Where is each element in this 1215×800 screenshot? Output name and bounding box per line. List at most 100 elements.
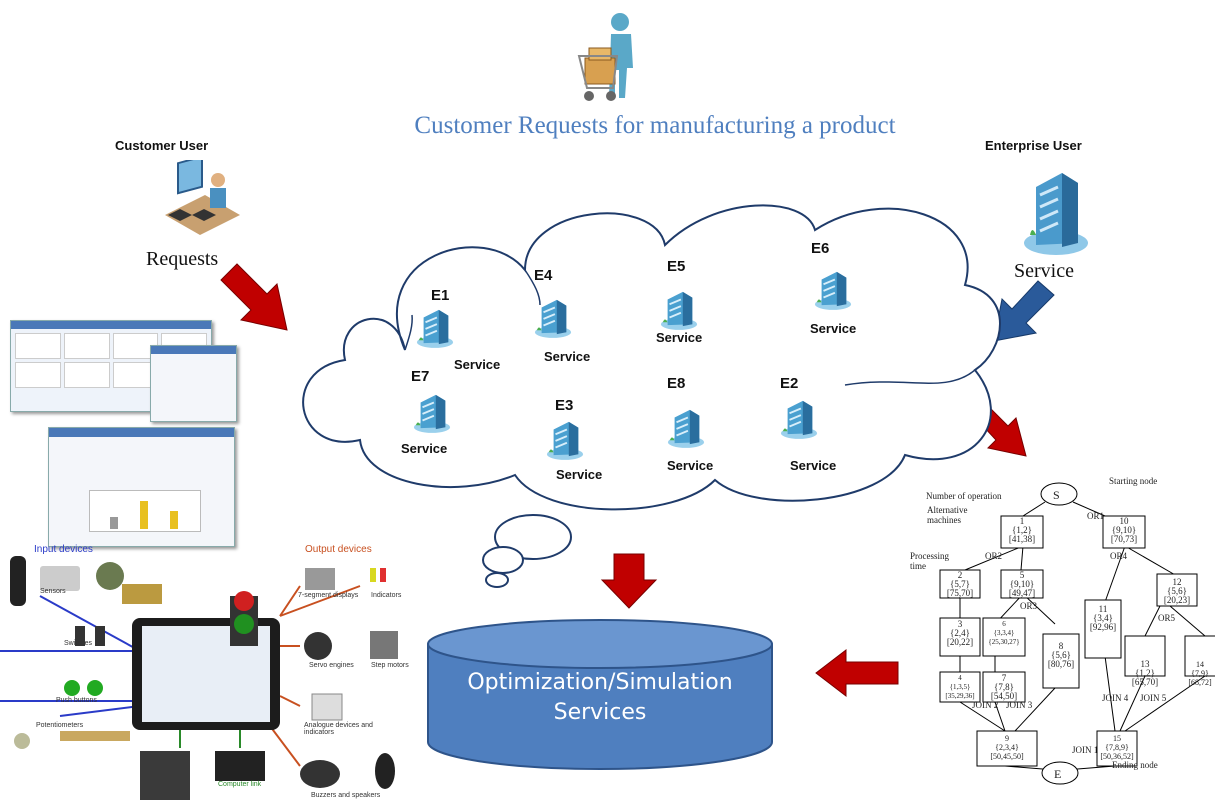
servo-engines-label: Servo engines <box>309 662 354 669</box>
op-machines: {1,3,5} <box>949 683 971 691</box>
op-times: [75,70] <box>946 588 974 598</box>
cloud-shape <box>302 204 1001 588</box>
op-times: [54,50] <box>990 691 1018 701</box>
service-e7-label: Service <box>401 441 448 456</box>
number-of-operation-annotation: Number of operation <box>926 491 1002 501</box>
op-number: 13 <box>1140 659 1150 669</box>
optimization-services-label: Optimization/Simulation Services <box>425 668 775 728</box>
building-e7-icon <box>413 391 451 433</box>
shopping-cart-user-icon <box>577 13 633 101</box>
service-e3-label: Service <box>556 467 603 482</box>
potentiometers-label: Potentiometers <box>36 722 84 729</box>
gate-join4: JOIN 4 <box>1102 693 1129 703</box>
building-e6-icon <box>814 268 852 310</box>
op-number: 6 <box>1002 620 1006 628</box>
seven-segment-label: 7-segment displays <box>298 592 359 599</box>
op-node: 1 {1,2} [41,38] <box>1001 517 1043 544</box>
optimization-database-icon <box>427 619 773 770</box>
alternative-machines-annotation: Alternative machines <box>927 505 968 525</box>
op-times: [80,76] <box>1047 659 1075 669</box>
op-node: 6 {3,3,4} {25,30,27} <box>983 620 1025 647</box>
op-node: 5 {9,10} [49,47] <box>1001 571 1043 598</box>
op-node: 9 {2,3,4} [50,45,50] <box>977 734 1037 761</box>
op-times: [20,22] <box>946 637 974 647</box>
computer-link-label: Computer link <box>218 781 262 788</box>
software-screenshot-2 <box>150 345 237 422</box>
service-e6-label: Service <box>810 321 857 336</box>
service-e4-label: Service <box>544 349 591 364</box>
input-devices-title: Input devices <box>34 544 93 555</box>
graph-to-db-arrow-icon <box>815 648 899 698</box>
op-number: 12 <box>1172 577 1182 587</box>
op-node: 3 {2,4} [20,22] <box>940 620 980 647</box>
gate-or3: OR3 <box>1020 601 1038 611</box>
requests-arrow-icon <box>220 263 288 331</box>
services-line: Services <box>553 700 647 725</box>
building-e4-icon <box>534 296 572 338</box>
op-times: {25,30,27} <box>988 638 1020 646</box>
op-times: [41,38] <box>1008 534 1036 544</box>
customer-user-label: Customer User <box>115 138 209 153</box>
gate-join1: JOIN 1 <box>1072 745 1099 755</box>
op-times: [68,72] <box>1188 678 1212 687</box>
op-times: [92,96] <box>1089 622 1117 632</box>
op-node: 7 {7,8} [54,50] <box>983 674 1025 701</box>
op-machines: {5,7} <box>950 579 970 589</box>
enterprise-e2-label: E2 <box>780 375 799 392</box>
enterprise-e1-label: E1 <box>431 287 450 304</box>
op-number: 7 <box>1001 673 1007 683</box>
op-machines: {2,3,4} <box>995 743 1019 752</box>
op-node: 12 {5,6} [20,23] <box>1157 578 1197 605</box>
op-machines: {2,4} <box>950 628 970 638</box>
service-e8-label: Service <box>667 458 714 473</box>
op-machines: {1,2} <box>1135 668 1155 678</box>
op-times: [50,36,52] <box>1100 752 1134 761</box>
gate-or4: OR4 <box>1110 551 1128 561</box>
op-node: 2 {5,7} [75,70] <box>940 571 980 598</box>
enterprise-e6-label: E6 <box>811 240 830 257</box>
enterprise-e7-label: E7 <box>411 368 430 385</box>
op-machines: {9,10} <box>1009 579 1035 589</box>
start-node-label: S <box>1053 488 1060 502</box>
op-times: [35,29,36] <box>945 692 975 700</box>
gate-or5: OR5 <box>1158 613 1176 623</box>
op-machines: {7,8,9} <box>1105 743 1129 752</box>
op-number: 10 <box>1119 516 1129 526</box>
op-machines: {7,9} <box>1191 669 1209 678</box>
customer-computer-icon <box>165 160 240 235</box>
analogue-devices-label: Analogue devices and indicators <box>304 722 373 736</box>
op-number: 5 <box>1019 570 1025 580</box>
op-number: 3 <box>957 619 963 629</box>
gate-join2: JOIN 2 <box>972 700 999 710</box>
op-node: 11 {3,4} [92,96] <box>1085 605 1121 632</box>
cloud-to-db-arrow-icon <box>600 553 658 609</box>
building-e2-icon <box>780 397 818 439</box>
switches-label: Switches <box>64 640 93 647</box>
gate-join5: JOIN 5 <box>1140 693 1167 703</box>
gate-or2: OR2 <box>985 551 1003 561</box>
op-machines: {5,6} <box>1051 650 1071 660</box>
service-e5-label: Service <box>656 330 703 345</box>
op-node: 8 {5,6} [80,76] <box>1043 642 1079 669</box>
op-machines: {9,10} <box>1111 525 1137 535</box>
push-buttons-label: Push buttons <box>56 697 97 704</box>
op-node: 4 {1,3,5} [35,29,36] <box>940 674 980 701</box>
buzzers-label: Buzzers and speakers <box>311 792 381 799</box>
building-e8-icon <box>667 406 705 448</box>
process-graph <box>939 482 1215 785</box>
op-node: 14 {7,9} [68,72] <box>1185 660 1215 687</box>
software-screenshot-3 <box>48 427 235 547</box>
op-node: 10 {9,10} [70,73] <box>1103 517 1145 544</box>
op-times: [20,23] <box>1163 595 1191 605</box>
op-machines: {3,4} <box>1093 613 1113 623</box>
op-number: 2 <box>957 570 963 580</box>
building-e5-icon <box>660 288 698 330</box>
page-title: Customer Requests for manufacturing a pr… <box>414 112 896 139</box>
op-times: [50,45,50] <box>990 752 1024 761</box>
service-e2-label: Service <box>790 458 837 473</box>
op-number: 8 <box>1058 641 1064 651</box>
building-e1-icon <box>416 306 454 348</box>
enterprise-user-label: Enterprise User <box>985 138 1082 153</box>
processing-time-annotation: Processing time <box>910 551 949 571</box>
op-times: [49,47] <box>1008 588 1036 598</box>
